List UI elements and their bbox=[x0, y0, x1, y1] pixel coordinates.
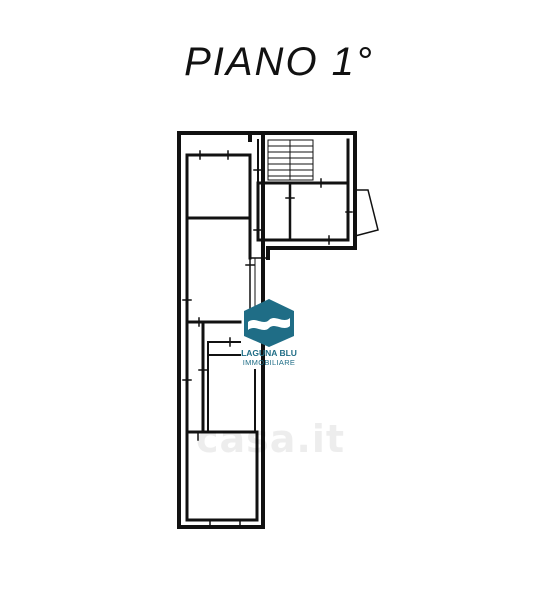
laguna-blu-logo: LAGUNA BLU IMMOBILIARE bbox=[239, 296, 299, 376]
floor-title: PIANO 1° bbox=[184, 40, 374, 84]
staircase bbox=[267, 139, 314, 181]
hexagon-wave-icon bbox=[244, 299, 294, 347]
logo-text-line2: IMMOBILIARE bbox=[242, 358, 296, 367]
logo-text-line1: LAGUNA BLU bbox=[241, 348, 297, 358]
watermark: casa.it bbox=[196, 417, 346, 461]
balcony bbox=[354, 189, 379, 237]
